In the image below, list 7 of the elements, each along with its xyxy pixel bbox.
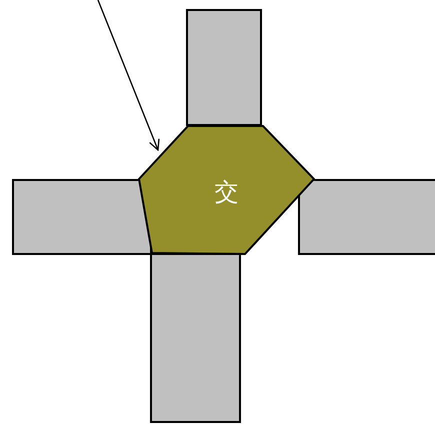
intersection-label: 交 <box>214 177 238 208</box>
road-arm <box>298 179 435 255</box>
road-arm <box>150 253 241 423</box>
road-arm <box>186 9 262 126</box>
intersection-area <box>138 125 315 255</box>
road-arm <box>12 179 152 255</box>
arrow <box>97 0 160 151</box>
